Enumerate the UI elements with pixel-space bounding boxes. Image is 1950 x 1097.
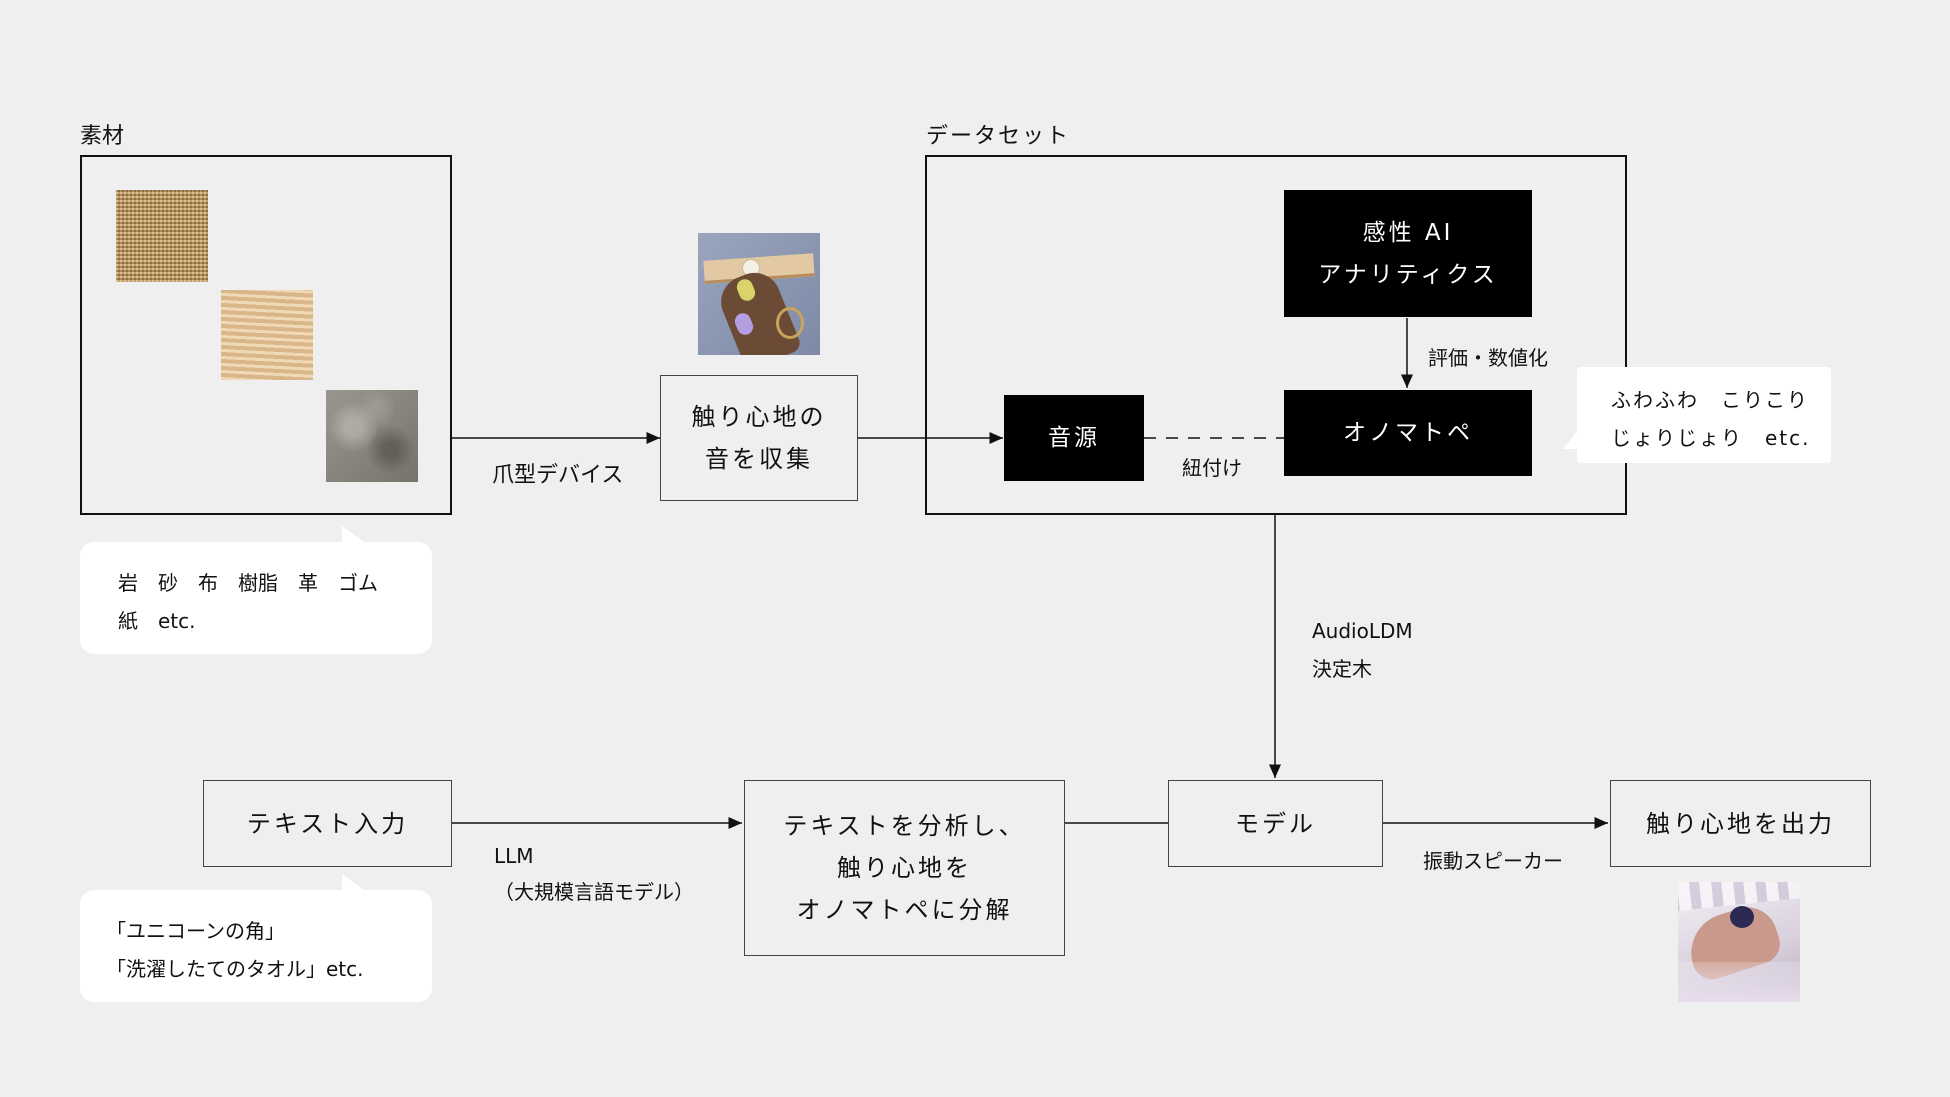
sound-source-box: 音源 [1004,395,1144,481]
text-examples-bubble: 「ユニコーンの角」 「洗濯したてのタオル」etc. [80,874,432,1002]
materials-bubble: 岩 砂 布 樹脂 革 ゴム 紙 etc. [80,526,432,654]
evaluate-label: 評価・数値化 [1428,346,1548,370]
output-photo [1678,882,1800,1002]
collect-line1: 触り心地の [691,403,827,431]
onomatopoeia-label: オノマトペ [1343,420,1473,446]
materials-bubble-line2: 紙 etc. [118,609,196,633]
link-label: 紐付け [1182,456,1242,480]
sound-source-label: 音源 [1048,425,1100,451]
materials-bubble-line1: 岩 砂 布 樹脂 革 ゴム [118,571,378,595]
dataset-title: データセット [926,124,1071,149]
training-label: AudioLDM 決定木 [1312,612,1413,688]
vibration-speaker-label: 振動スピーカー [1423,849,1563,873]
analyze-text-box: テキストを分析し、 触り心地を オノマトペに分解 [744,780,1065,956]
claw-device-label: 爪型デバイス [492,463,624,488]
examples-line2: じょりじょり etc. [1611,426,1811,450]
llm-line2: （大規模言語モデル） [494,880,694,904]
materials-frame [80,155,452,515]
burlap-swatch [116,190,208,282]
model-label: モデル [1235,809,1316,838]
device-photo [698,233,820,355]
training-line1: AudioLDM [1312,619,1413,643]
text-examples-line1: 「ユニコーンの角」 [106,919,285,943]
text-input-label: テキスト入力 [246,809,409,838]
stone-swatch [326,390,418,482]
materials-title: 素材 [80,124,125,149]
kansei-ai-line1: 感性 AI [1362,219,1454,246]
llm-label: LLM （大規模言語モデル） [494,838,694,910]
dataset-frame [925,155,1627,515]
onomatopoeia-box: オノマトペ [1284,390,1532,476]
analyze-line1: テキストを分析し、 [783,812,1026,840]
collect-line2: 音を収集 [705,445,813,473]
llm-line1: LLM [494,844,534,868]
text-input-box: テキスト入力 [203,780,452,867]
analyze-line2: 触り心地を [837,854,972,882]
output-box: 触り心地を出力 [1610,780,1871,867]
kansei-ai-box: 感性 AI アナリティクス [1284,190,1532,317]
model-box: モデル [1168,780,1383,867]
wood-swatch [221,290,313,380]
collect-sound-box: 触り心地の 音を収集 [660,375,858,501]
onomatopoeia-examples-bubble: ふわふわ こりこり じょりじょり etc. [1563,367,1831,463]
training-line2: 決定木 [1312,657,1372,681]
kansei-ai-line2: アナリティクス [1318,261,1498,288]
examples-line1: ふわふわ こりこり [1611,388,1809,412]
output-label: 触り心地を出力 [1646,809,1835,838]
text-examples-line2: 「洗濯したてのタオル」etc. [106,957,364,981]
analyze-line3: オノマトペに分解 [796,896,1013,924]
